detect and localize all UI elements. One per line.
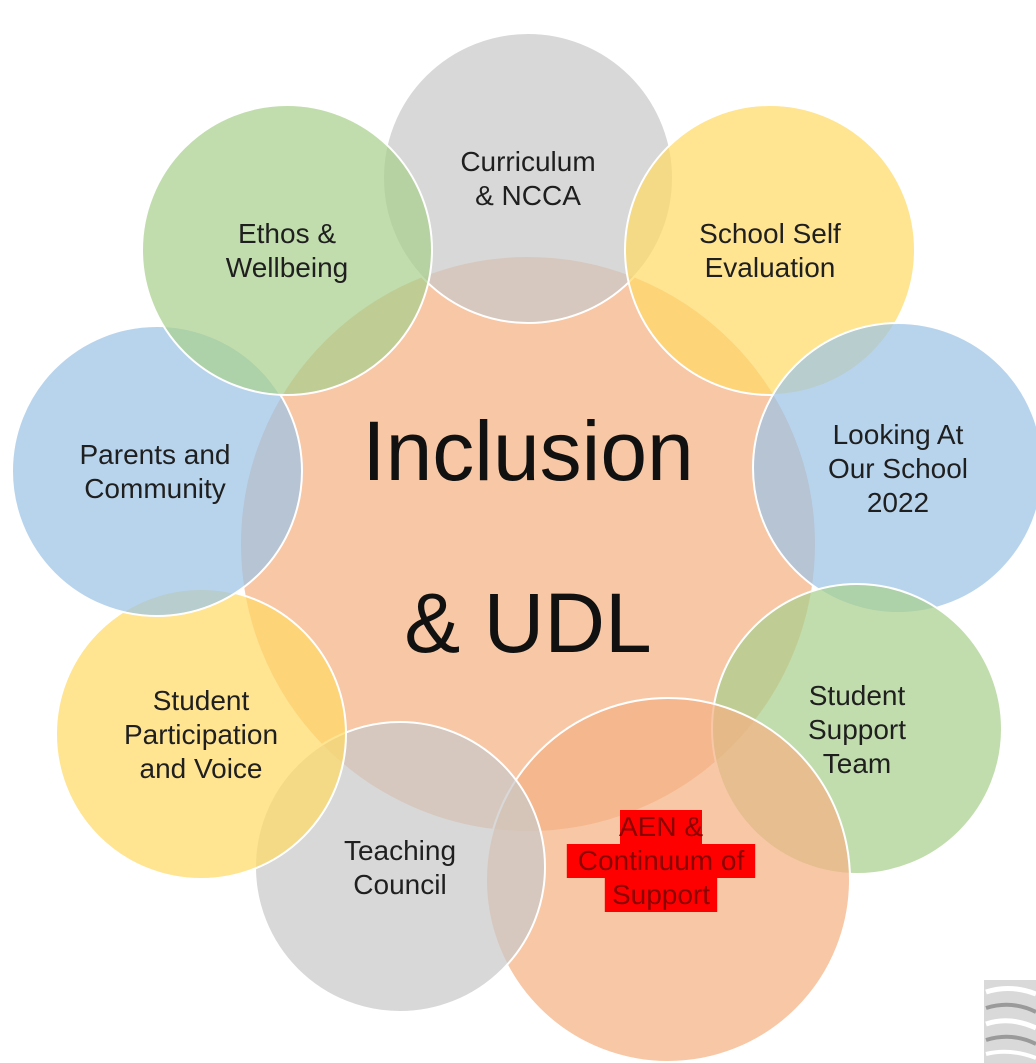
center-label-group: Inclusion & UDL (362, 404, 694, 670)
parents-community-label-line-1: Parents and (80, 439, 231, 470)
parents-community-circle (11, 325, 303, 617)
school-self-evaluation-circle (624, 104, 916, 396)
ethos-wellbeing-circle (141, 104, 433, 396)
ethos-wellbeing-label-line-2: Wellbeing (226, 252, 348, 283)
school-self-evaluation-label-line-1: School Self (699, 218, 841, 249)
looking-at-our-school-label-line-2: Our School (828, 453, 968, 484)
corner-logo (984, 980, 1036, 1063)
aen-continuum-highlight-1 (566, 844, 756, 878)
student-support-team-label-line-2: Support (808, 714, 906, 745)
aen-continuum-label-line-2: Continuum of (578, 845, 745, 876)
student-support-team-label-line-3: Team (823, 748, 891, 779)
ethos-wellbeing-label-line-1: Ethos & (238, 218, 336, 249)
aen-continuum-label-line-1: AEN & (619, 811, 703, 842)
looking-at-our-school-label-line-1: Looking At (833, 419, 964, 450)
teaching-council-label-line-2: Council (353, 869, 446, 900)
circle-layer (11, 32, 1036, 1063)
aen-continuum-highlight-2 (604, 878, 718, 912)
parents-community-label-line-2: Community (84, 473, 226, 504)
school-self-evaluation-label-line-2: Evaluation (705, 252, 836, 283)
node-label-layer: Curriculum& NCCA School SelfEvaluationLoo… (80, 146, 968, 912)
teaching-council-label-line-1: Teaching (344, 835, 456, 866)
aen-continuum-highlight-0 (620, 810, 702, 844)
center-title-line2: & UDL (404, 576, 651, 670)
student-participation-label-line-3: and Voice (140, 753, 263, 784)
aen-continuum-label-line-3: Support (612, 879, 710, 910)
curriculum-label-line-2: & NCCA (475, 180, 581, 211)
center-title-line1: Inclusion (362, 404, 694, 498)
looking-at-our-school-label-line-3: 2022 (867, 487, 929, 518)
student-participation-label-line-1: Student (153, 685, 250, 716)
student-participation-label-line-2: Participation (124, 719, 278, 750)
curriculum-label-line-1: Curriculum (460, 146, 595, 177)
student-support-team-label-line-1: Student (809, 680, 906, 711)
